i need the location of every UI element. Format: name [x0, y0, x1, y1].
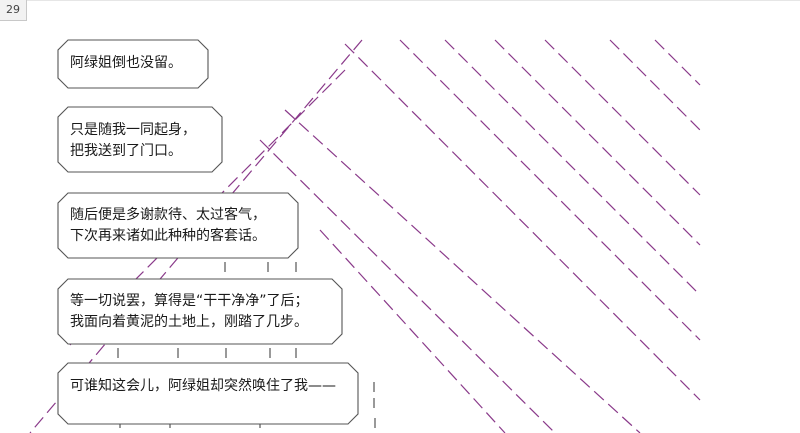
bubble-4-line-2: 我面向着黄泥的土地上，刚踏了几步。 [70, 314, 308, 330]
bubble-2-line-1: 只是随我一同起身， [70, 122, 196, 138]
bubble-3-text: 随后便是多谢款待、太过客气， 下次再来诸如此种种的客套话。 [70, 205, 266, 247]
diagonal-line-5 [544, 39, 701, 196]
bubble-4-line-1: 等一切说罢，算得是“干干净净”了后； [70, 293, 309, 309]
bubble-3-line-1: 随后便是多谢款待、太过客气， [70, 207, 266, 223]
bubble-5-line-1: 可谁知这会儿，阿绿姐却突然唤住了我—— [70, 378, 336, 394]
diagonal-line-2 [399, 39, 701, 341]
diagonal-line-8 [284, 109, 641, 433]
speech-bubble-outlines [57, 39, 359, 425]
diagonal-line-4 [494, 39, 701, 246]
diagonal-line-7 [654, 39, 701, 86]
diagonal-line-9 [259, 139, 556, 433]
bubble-1-text: 阿绿姐倒也没留。 [70, 53, 182, 74]
speech-bubble-2 [57, 106, 223, 173]
bubble-1-line-1: 阿绿姐倒也没留。 [70, 55, 182, 71]
speech-bubble-4 [57, 278, 343, 345]
bubble-4-text: 等一切说罢，算得是“干干净净”了后； 我面向着黄泥的土地上，刚踏了几步。 [70, 291, 309, 333]
diagonal-line-10 [319, 229, 506, 433]
bubble-3-line-2: 下次再来诸如此种种的客套话。 [70, 228, 266, 244]
speech-bubble-3 [57, 192, 299, 259]
bubble-5-text: 可谁知这会儿，阿绿姐却突然唤住了我—— [70, 376, 336, 397]
diagonal-line-6 [609, 39, 701, 131]
page-number-tab: 29 [0, 0, 27, 21]
top-divider [27, 0, 800, 1]
diagonal-line-3 [444, 39, 701, 296]
bubble-2-text: 只是随我一同起身， 把我送到了门口。 [70, 120, 196, 162]
speech-bubble-5 [57, 362, 359, 425]
bubble-2-line-2: 把我送到了门口。 [70, 143, 182, 159]
diagonal-line-1 [344, 43, 701, 401]
speech-bubble-1 [57, 39, 209, 89]
